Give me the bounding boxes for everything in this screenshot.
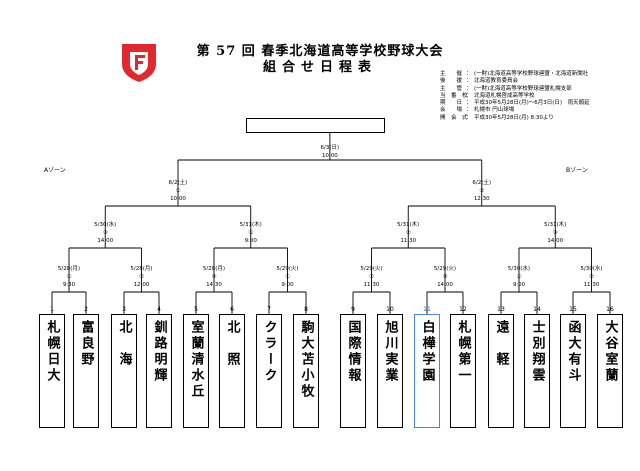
team-number: 9 <box>351 306 355 313</box>
team-name: 北 海 <box>111 314 137 428</box>
team-name: 国際情報 <box>340 314 366 428</box>
team-number: 2 <box>84 306 88 313</box>
federation-logo-icon <box>122 44 156 82</box>
team-name: 大谷室蘭 <box>597 314 623 428</box>
info-value: 北海道教育委員会 <box>474 78 519 85</box>
team-number: 10 <box>386 306 394 313</box>
final-time: 10:00 <box>322 153 338 159</box>
team-name: 室蘭清水丘 <box>183 314 209 428</box>
zone-b-label: Bゾーン <box>566 167 588 174</box>
team-number: 7 <box>267 306 271 313</box>
team-name: 士別翔雲 <box>524 314 550 428</box>
info-row: 開 会 式：平成30年5月28日(月) 8:30より <box>440 115 590 122</box>
info-row: 期 日：平成30年5月28日(月)〜6月3日(日) 雨天順延 <box>440 100 590 107</box>
team-number: 4 <box>157 306 161 313</box>
info-separator: ： <box>466 71 472 77</box>
zone-a-label: Aゾーン <box>44 167 66 174</box>
info-row: 会 場：札幌市 円山球場 <box>440 107 590 114</box>
team-name: 駒大苫小牧 <box>293 314 319 428</box>
team-number: 5 <box>194 306 198 313</box>
info-separator: ： <box>466 107 472 114</box>
team-number: 3 <box>122 306 126 313</box>
team-name: 札幌日大 <box>39 314 65 428</box>
info-value: 北海道札幌啓成高等学校 <box>474 92 535 99</box>
team-number: 1 <box>50 306 54 313</box>
team-number: 6 <box>230 306 234 313</box>
team-number: 14 <box>533 306 541 313</box>
info-row: 後 援：北海道教育委員会 <box>440 78 590 85</box>
info-label: 後 援 <box>440 78 463 85</box>
info-row: 当 番 校：北海道札幌啓成高等学校 <box>440 93 590 100</box>
team-name: 北 照 <box>219 314 245 428</box>
team-number: 16 <box>606 306 614 313</box>
final-date: 6/3(日) <box>321 144 340 151</box>
info-label: 当 番 校 <box>440 92 468 99</box>
info-value: (一財)北海道高等学校野球連盟・北海道新聞社 <box>474 71 589 77</box>
info-value: 札幌市 円山球場 <box>474 107 515 114</box>
page-title: 第 57 回 春季北海道高等学校野球大会 <box>196 44 444 59</box>
info-value: (一財)北海道高等学校野球連盟札幌支部 <box>474 85 572 92</box>
info-separator: ： <box>466 114 472 121</box>
info-label: 主 催 <box>440 71 463 77</box>
team-number: 12 <box>459 306 467 313</box>
info-row: 主 管：(一財)北海道高等学校野球連盟札幌支部 <box>440 86 590 93</box>
info-value: 平成30年5月28日(月)〜6月3日(日) 雨天順延 <box>474 100 590 107</box>
info-row: 主 催：(一財)北海道高等学校野球連盟・北海道新聞社 <box>440 71 590 78</box>
team-name: 函大有斗 <box>560 314 586 428</box>
team-name: 白樺学園 <box>414 314 440 428</box>
team-number: 13 <box>497 306 505 313</box>
info-separator: ： <box>466 92 472 99</box>
info-label: 期 日 <box>440 100 463 107</box>
info-label: 会 場 <box>440 107 463 114</box>
champion-box <box>246 118 385 133</box>
info-separator: ： <box>466 78 472 85</box>
tournament-info: 主 催：(一財)北海道高等学校野球連盟・北海道新聞社後 援：北海道教育委員会主 … <box>440 71 590 122</box>
team-name: 旭川実業 <box>377 314 403 428</box>
team-name: 札幌第一 <box>450 314 476 428</box>
team-name: 釧路明輝 <box>146 314 172 428</box>
info-value: 平成30年5月28日(月) 8:30より <box>474 114 554 121</box>
team-name: クラーク <box>256 314 282 428</box>
team-name: 富良野 <box>73 314 99 428</box>
team-name: 遠 軽 <box>488 314 514 428</box>
page-subtitle: 組合せ日程表 <box>262 60 377 75</box>
team-number: 8 <box>304 306 308 313</box>
info-separator: ： <box>466 100 472 107</box>
team-number: 11 <box>423 306 431 313</box>
info-label: 開 会 式 <box>440 114 468 121</box>
info-separator: ： <box>466 85 472 92</box>
info-label: 主 管 <box>440 85 463 92</box>
team-number: 15 <box>569 306 577 313</box>
